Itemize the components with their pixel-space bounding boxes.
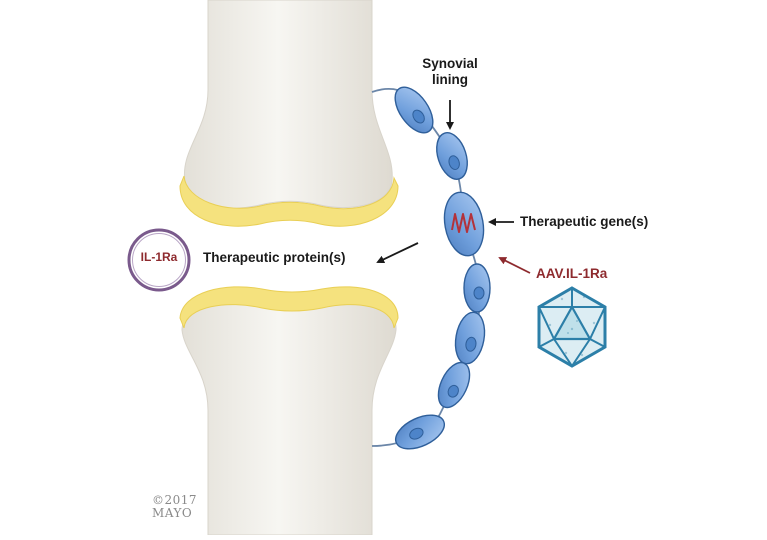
therapeutic-gene-icon <box>451 213 476 233</box>
synovial-cell <box>463 263 491 313</box>
synovial-cell <box>436 132 468 180</box>
synovial-cell <box>394 86 434 134</box>
therapeutic-protein-label: Therapeutic protein(s) <box>203 250 346 265</box>
synovial-lining-line1: Synovial <box>422 56 478 71</box>
synovial-lining-line2: lining <box>432 72 468 87</box>
synovial-cell <box>395 414 445 450</box>
synovial-cell <box>454 311 486 365</box>
therapeutic-protein-arrow <box>376 242 419 264</box>
aav-capsid-icon <box>537 286 607 368</box>
upper-cartilage <box>179 175 399 227</box>
lower-cartilage <box>179 286 399 329</box>
upper-bone <box>183 0 393 209</box>
synovial-cells <box>394 86 491 450</box>
protein-circle-icon <box>127 228 191 292</box>
copyright-notice: ©2017 MAYO <box>152 494 197 520</box>
copyright-owner: MAYO <box>152 506 193 520</box>
synovial-lining-label: Synovial lining <box>415 56 485 88</box>
therapeutic-gene-label: Therapeutic gene(s) <box>520 214 649 229</box>
copyright-year: ©2017 <box>152 493 198 507</box>
vector-arrow <box>498 257 531 274</box>
protein-circle-label: IL-1Ra <box>140 250 178 264</box>
lower-bone <box>181 301 397 536</box>
synovial-cell <box>437 361 471 409</box>
synovial-cell-with-gene <box>443 191 485 257</box>
vector-label: AAV.IL-1Ra <box>536 266 608 281</box>
